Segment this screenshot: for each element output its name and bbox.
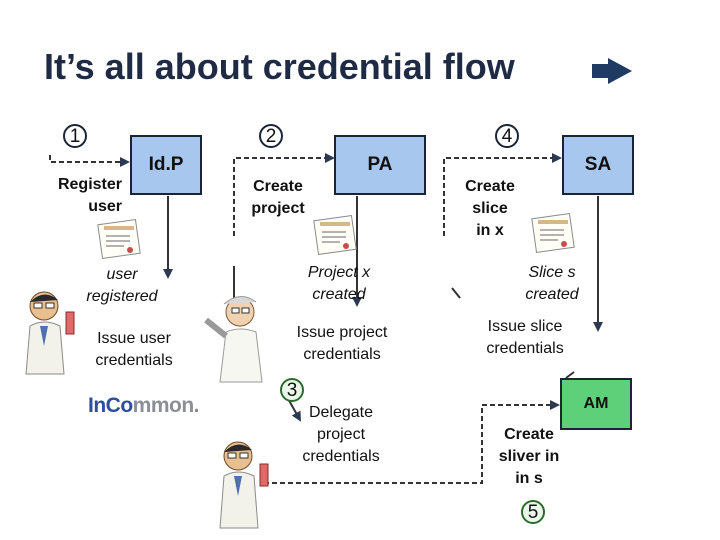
page-title: It’s all about credential flow (44, 46, 515, 87)
step-number-5: 5 (521, 500, 545, 524)
certificate-icon (97, 218, 141, 260)
incommon-logo: InCommon. (88, 394, 200, 418)
incommon-logo-part-b: mmon (132, 394, 195, 417)
delegate-scientist-icon (219, 441, 269, 529)
create-project-label: Create project (251, 178, 305, 217)
slice-return-arrow (451, 287, 461, 299)
user-scientist-icon (25, 291, 75, 375)
step-number-4: 4 (495, 124, 519, 148)
create-slice-arrow (443, 153, 562, 236)
issue-project-credentials-label: Issue project credentials (296, 324, 388, 363)
step-number-2: 2 (259, 124, 283, 148)
idp-box: Id.P (130, 135, 202, 195)
create-sliver-label: Create sliver in in s (498, 426, 560, 487)
sa-box: SA (562, 135, 634, 195)
issue-user-credentials-label: Issue user credentials (95, 330, 173, 369)
create-project-arrow (233, 153, 335, 236)
project-created-label: Project x created (307, 264, 371, 303)
incommon-logo-part-a: InCo (88, 394, 133, 417)
step-number-1: 1 (63, 124, 87, 148)
register-user-label: Register user (57, 176, 122, 215)
pa-box: PA (334, 135, 426, 195)
certificate-icon (313, 214, 357, 256)
delegate-project-credentials-label: Delegate project credentials (302, 404, 380, 465)
certificate-icon (531, 212, 575, 254)
slice-created-label: Slice s created (525, 264, 579, 303)
create-slice-label: Create slice in x (465, 178, 515, 239)
incommon-logo-suffix: . (193, 394, 200, 417)
issue-slice-credentials-label: Issue slice credentials (486, 318, 564, 357)
user-registered-label: user registered (86, 266, 158, 305)
step-number-3: 3 (280, 378, 304, 402)
create-sliver-arrow (264, 400, 560, 484)
project-lead-scientist-icon (204, 296, 263, 383)
am-box: AM (560, 378, 632, 430)
sliver-return-arrow (565, 371, 575, 379)
register-user-arrow (49, 155, 130, 167)
